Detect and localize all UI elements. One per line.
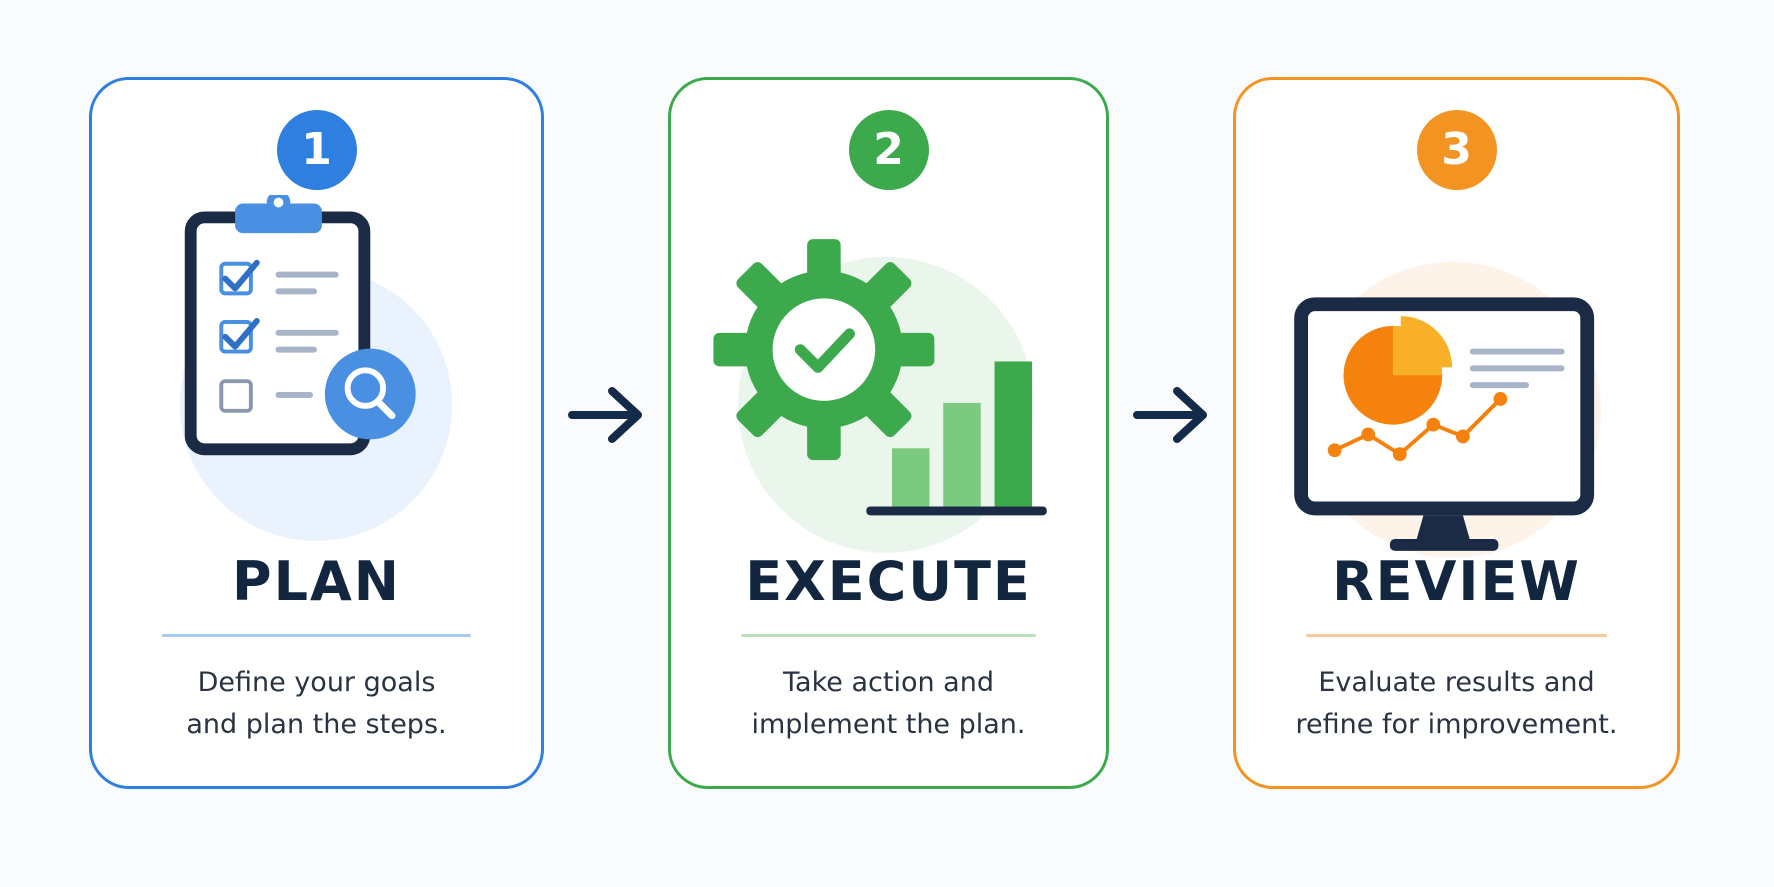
step-description-line: Evaluate results and <box>1318 667 1595 698</box>
step-description-line: Take action and <box>783 667 994 698</box>
step-description-line: implement the plan. <box>751 709 1026 740</box>
step-description-line: and plan the steps. <box>186 709 447 740</box>
step-number-badge: 2 <box>848 110 929 190</box>
step-description-line: refine for improvement. <box>1295 709 1618 740</box>
step-title: PLAN <box>232 550 401 613</box>
divider <box>741 634 1036 637</box>
gear-check-bar-chart-icon <box>713 239 1047 553</box>
monitor-analytics-icon <box>1294 261 1602 558</box>
step-card-review: 3 REVIEW Evaluate results and refine for… <box>1233 77 1680 789</box>
right-arrow-icon <box>568 387 642 443</box>
step-title: EXECUTE <box>745 550 1032 613</box>
right-arrow-icon <box>1133 387 1207 443</box>
step-number-badge: 1 <box>276 110 357 190</box>
step-title: REVIEW <box>1332 550 1581 613</box>
divider <box>1306 634 1607 637</box>
step-card-plan: 1 PLAN Define your goals and plan the st… <box>89 77 544 789</box>
step-description: Take action and implement the plan. <box>691 662 1086 746</box>
step-description: Define your goals and plan the steps. <box>112 662 521 746</box>
step-description: Evaluate results and refine for improvem… <box>1256 662 1657 746</box>
step-number-badge: 3 <box>1416 110 1497 190</box>
clipboard-checklist-magnifier-icon <box>179 195 453 542</box>
divider <box>162 634 471 637</box>
step-description-line: Define your goals <box>197 667 436 698</box>
step-card-execute: 2 EXECUTE Take action and implement the … <box>668 77 1109 789</box>
